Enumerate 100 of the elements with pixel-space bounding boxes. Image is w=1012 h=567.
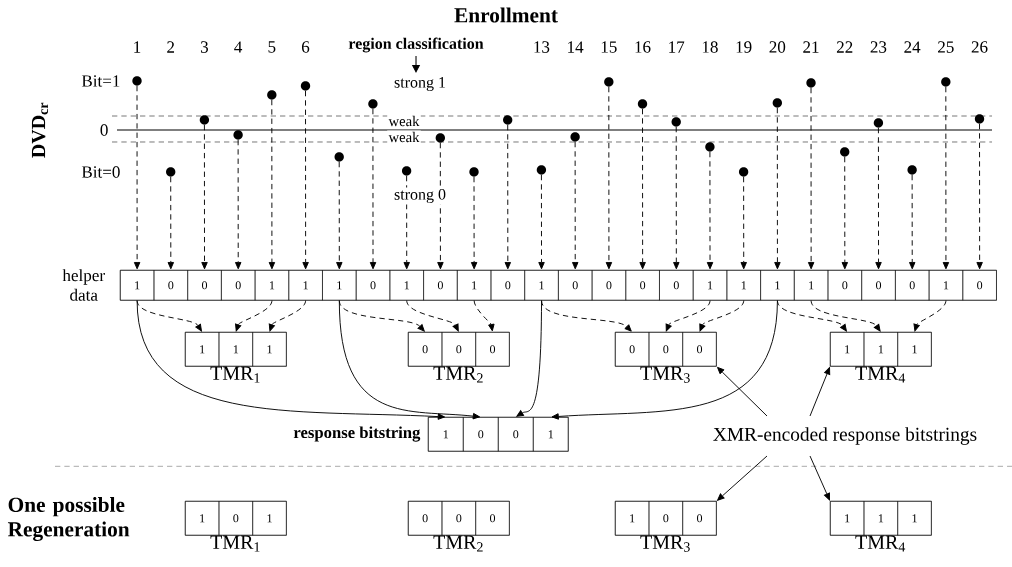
index-number: 13 xyxy=(534,41,550,53)
bit-cell: 1 xyxy=(533,417,569,452)
bit-cell: 0 xyxy=(423,270,458,301)
arrow xyxy=(774,107,781,270)
node-label: TMR$_{2}$ xyxy=(433,366,483,383)
arrow xyxy=(717,455,768,501)
index-number: 18 xyxy=(702,41,718,53)
index-number: 20 xyxy=(769,41,786,53)
arrow xyxy=(809,367,831,417)
index-number: 1 xyxy=(134,41,141,53)
node-label: helper data xyxy=(62,269,105,301)
data-point xyxy=(267,90,277,100)
axis-label: Bit=1 xyxy=(81,75,120,87)
index-number: 21 xyxy=(803,41,819,53)
index-number: 26 xyxy=(971,41,988,53)
arrow xyxy=(473,300,495,332)
arrow xyxy=(541,300,632,332)
region-label: weak xyxy=(387,114,421,128)
bit-cell: 1 xyxy=(760,270,795,301)
index-number: 4 xyxy=(234,41,243,53)
bit-cell: 1 xyxy=(794,270,829,301)
region-label: strong 1 xyxy=(392,75,448,93)
data-point xyxy=(503,115,513,125)
arrow xyxy=(437,142,444,270)
bit-cell: 1 xyxy=(252,332,287,367)
bit-cell: 1 xyxy=(457,270,492,301)
bit-cell: 1 xyxy=(615,501,650,536)
arrow xyxy=(942,86,950,270)
node-label: TMR$_{2}$ xyxy=(433,535,483,552)
bit-cell: 1 xyxy=(863,332,898,367)
axis-label: Bit=0 xyxy=(81,166,120,178)
bit-cell: 0 xyxy=(682,501,717,536)
arrow xyxy=(909,174,916,270)
data-point xyxy=(840,147,850,157)
bit-cell: 1 xyxy=(218,332,253,367)
data-point xyxy=(334,152,344,162)
bit-cell: 0 xyxy=(895,270,930,301)
arrow xyxy=(717,366,768,417)
arrow xyxy=(639,108,646,270)
section-label: One possible Regeneration xyxy=(7,497,130,542)
bit-cell: 0 xyxy=(498,417,534,452)
data-point xyxy=(873,118,884,128)
data-point xyxy=(199,115,210,125)
arrow xyxy=(807,87,815,270)
arrow xyxy=(268,300,307,332)
bit-cell: 1 xyxy=(185,332,220,367)
bit-cell: 0 xyxy=(682,332,717,367)
arrow xyxy=(136,300,446,420)
bit-cell: 1 xyxy=(928,270,964,301)
node-label: response bitstring xyxy=(293,426,421,442)
bit-cell: 0 xyxy=(441,332,476,367)
arrow xyxy=(336,161,343,270)
bit-cell: 0 xyxy=(827,270,862,301)
bit-cell: 0 xyxy=(625,270,660,301)
data-point xyxy=(536,165,547,175)
bit-cell: 1 xyxy=(897,501,932,536)
bit-cell: 0 xyxy=(558,270,593,301)
data-point xyxy=(907,165,917,175)
bit-cell: 0 xyxy=(861,270,896,301)
arrow xyxy=(268,99,276,270)
bit-cell: 0 xyxy=(355,270,391,301)
bit-cell: 0 xyxy=(648,501,683,536)
bit-cell: 0 xyxy=(187,270,222,301)
arrow xyxy=(740,176,747,270)
node-label: TMR$_{4}$ xyxy=(855,366,906,383)
arrow xyxy=(201,124,208,270)
bit-cell: 0 xyxy=(962,270,997,301)
bit-cell: 0 xyxy=(648,332,683,367)
bit-cell: 0 xyxy=(408,501,443,536)
arrow xyxy=(470,176,478,270)
bit-cell: 0 xyxy=(475,332,510,367)
index-number: 3 xyxy=(200,41,208,53)
arrow xyxy=(403,175,410,270)
bit-cell: 0 xyxy=(475,501,510,536)
arrow xyxy=(136,300,202,332)
bit-cell: 0 xyxy=(408,332,443,367)
index-number: 15 xyxy=(601,41,617,53)
arrow xyxy=(665,300,711,332)
arrow xyxy=(369,108,377,270)
arrow xyxy=(673,126,680,270)
bit-cell: 0 xyxy=(659,270,694,301)
node-label: TMR$_{1}$ xyxy=(210,535,260,552)
index-number: 16 xyxy=(635,41,651,53)
title: Enrollment xyxy=(454,7,558,23)
arrow xyxy=(699,300,745,332)
bit-cell: 0 xyxy=(615,332,650,367)
arrow xyxy=(338,300,481,420)
arrow xyxy=(841,156,849,270)
index-number: 23 xyxy=(870,41,887,53)
bit-cell: 1 xyxy=(897,332,932,367)
bit-cell: 1 xyxy=(185,501,220,536)
node-label: TMR$_{1}$ xyxy=(210,366,260,383)
data-point xyxy=(806,78,816,88)
bit-cell: 1 xyxy=(254,270,290,301)
data-point xyxy=(570,132,580,142)
bit-cell: 0 xyxy=(463,417,499,452)
data-point xyxy=(300,81,311,91)
data-point xyxy=(401,166,412,176)
node-label: TMR$_{3}$ xyxy=(640,366,690,383)
bit-cell: 1 xyxy=(692,270,728,301)
